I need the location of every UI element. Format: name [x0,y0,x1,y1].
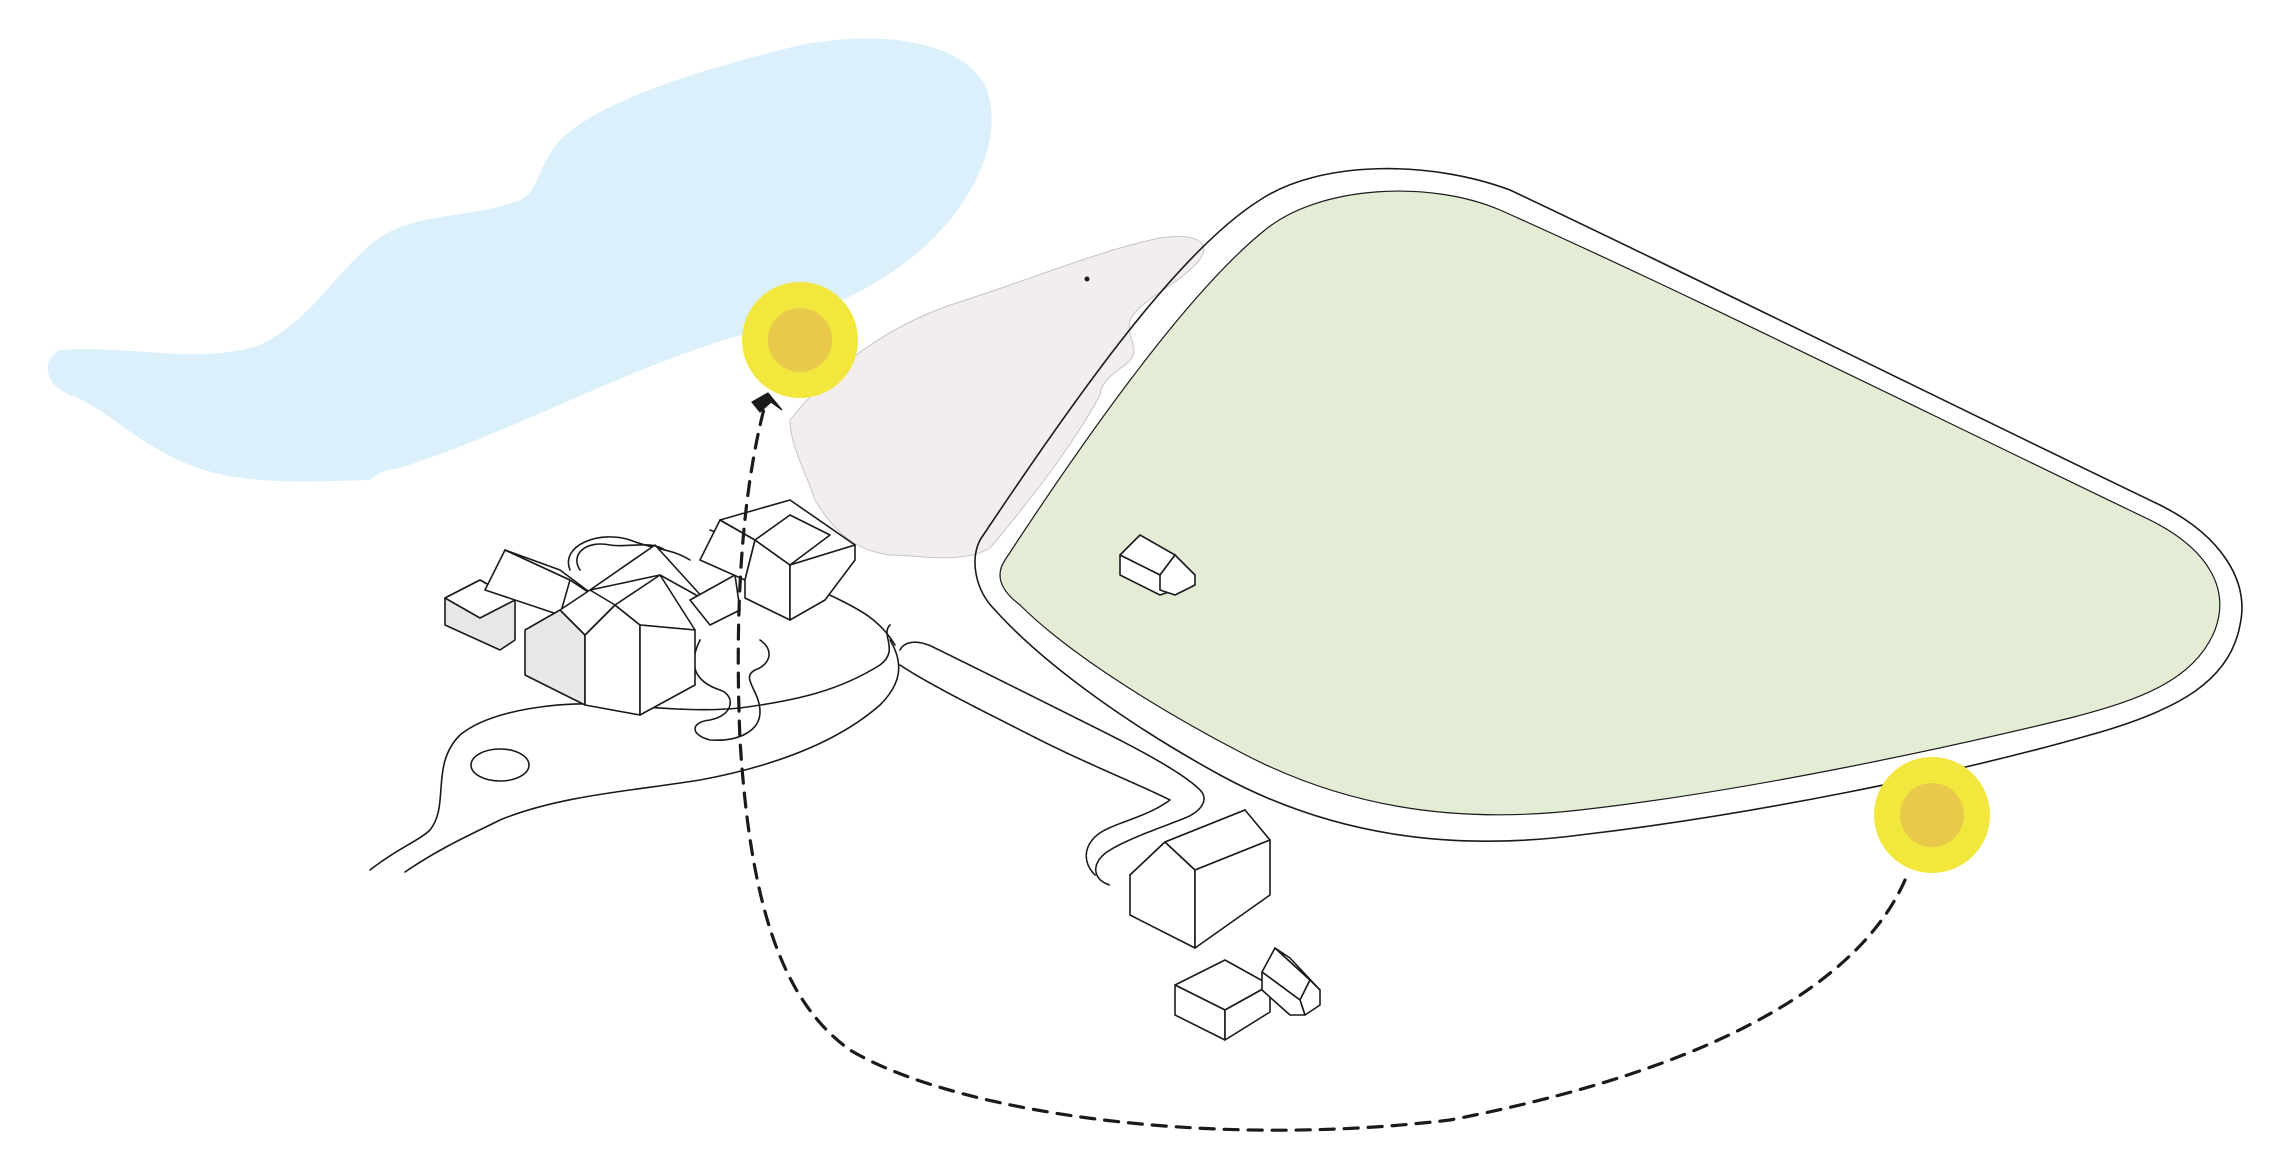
south-barn [1129,809,1271,949]
site-dot [1084,276,1090,282]
small-pond [470,748,530,782]
driveway [693,639,770,741]
hedge [899,641,1205,886]
sun-marker-southeast [1874,757,1990,873]
sun-west-inner-icon [768,308,832,372]
arrowhead-icon [751,392,783,413]
courtyard-loop [567,536,691,571]
field [999,190,2221,816]
sun-southeast-inner-icon [1900,783,1964,847]
sheds [1174,947,1321,1041]
sun-marker-west [742,282,858,398]
field-boundary [974,167,2243,843]
lake [47,38,992,482]
road-west-edge [404,639,900,873]
main-house [444,499,856,716]
sun-path [736,403,1907,1132]
field-barn [1119,534,1196,596]
garden-area [789,236,1205,559]
